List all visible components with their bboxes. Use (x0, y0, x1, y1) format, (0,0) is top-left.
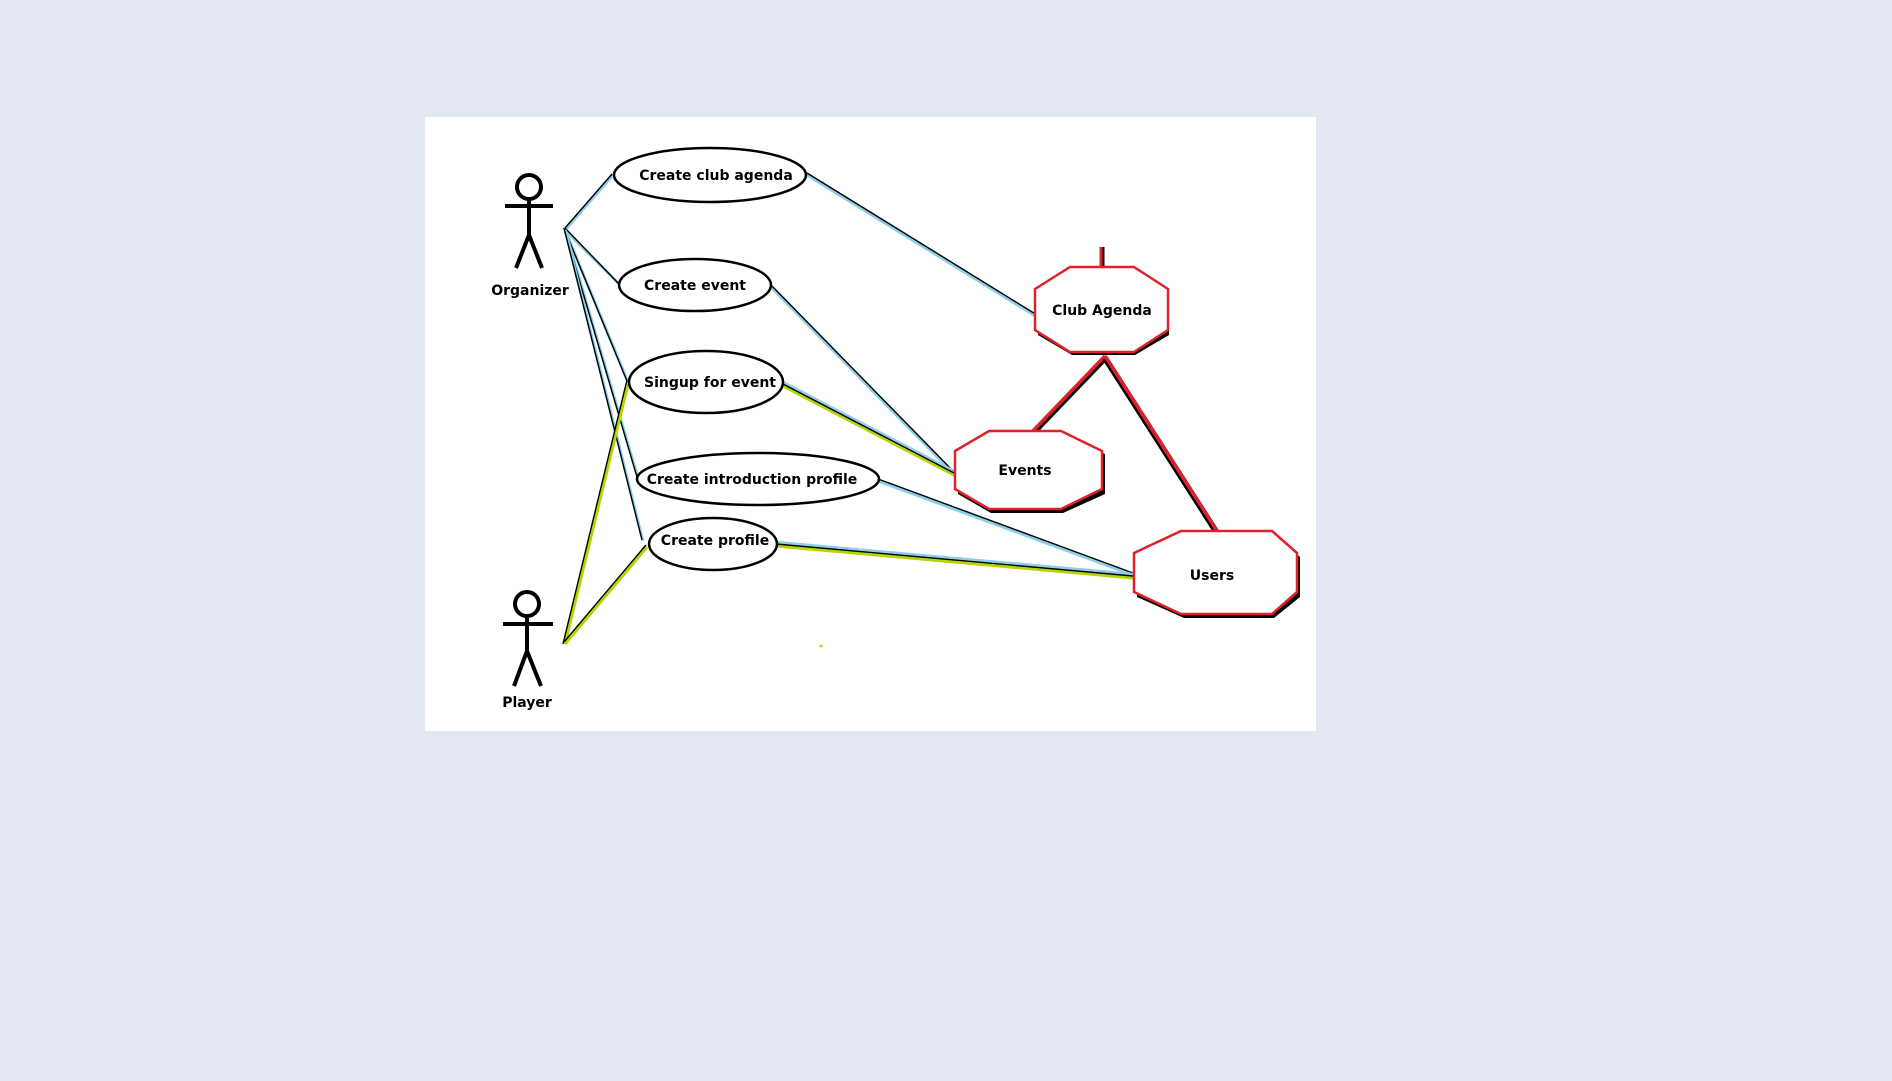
link-player-signup-event (562, 379, 631, 645)
use-case-label: Create introduction profile (647, 472, 858, 488)
entity-events[interactable]: Events (953, 429, 1105, 513)
entity-label: Users (1190, 568, 1234, 584)
use-case-create-club-agenda[interactable]: Create club agenda (612, 146, 808, 204)
actor-label: Player (502, 695, 552, 711)
diagram-canvas: Create club agenda Create event Singup f… (425, 117, 1316, 731)
link-organizer-create-event (563, 227, 622, 287)
use-case-create-profile[interactable]: Create profile (647, 516, 779, 572)
link-club-agenda-to-events (1028, 354, 1108, 438)
stick-figure-icon (503, 590, 553, 687)
stray-dot (819, 644, 823, 648)
link-organizer-create-profile (563, 227, 645, 542)
organizer-links (563, 173, 645, 542)
link-organizer-signup-event (563, 227, 630, 383)
link-club-agenda-to-users (1102, 355, 1222, 538)
use-case-label: Create event (644, 278, 746, 294)
club-agenda-top-stub (1099, 247, 1105, 268)
use-case-diagram: Create club agenda Create event Singup f… (491, 146, 1300, 711)
link-create-profile-to-users (775, 540, 1134, 580)
entity-club-agenda[interactable]: Club Agenda (1033, 265, 1170, 355)
actor-label: Organizer (491, 283, 569, 299)
use-case-label: Create profile (661, 533, 769, 549)
player-links (562, 379, 649, 645)
entity-label: Club Agenda (1052, 303, 1152, 319)
stick-figure-icon (505, 173, 553, 269)
link-signup-event-to-events (782, 380, 957, 478)
link-organizer-create-club-agenda (563, 173, 615, 231)
link-create-club-agenda-to-club-agenda (806, 172, 1038, 319)
entity-users[interactable]: Users (1132, 529, 1300, 618)
actor-player[interactable]: Player (502, 590, 553, 711)
actor-organizer[interactable]: Organizer (491, 173, 569, 299)
use-case-label: Singup for event (644, 375, 776, 391)
entity-relations (1028, 247, 1222, 538)
use-case-signup-for-event[interactable]: Singup for event (627, 349, 785, 415)
use-case-create-event[interactable]: Create event (617, 257, 773, 313)
link-create-event-to-events (769, 284, 958, 478)
use-case-label: Create club agenda (639, 168, 793, 184)
link-player-create-profile (563, 544, 649, 645)
link-create-intro-profile-to-users (877, 478, 1134, 577)
entity-label: Events (998, 463, 1051, 479)
use-case-create-introduction-profile[interactable]: Create introduction profile (635, 451, 881, 507)
entity-links (769, 172, 1134, 580)
